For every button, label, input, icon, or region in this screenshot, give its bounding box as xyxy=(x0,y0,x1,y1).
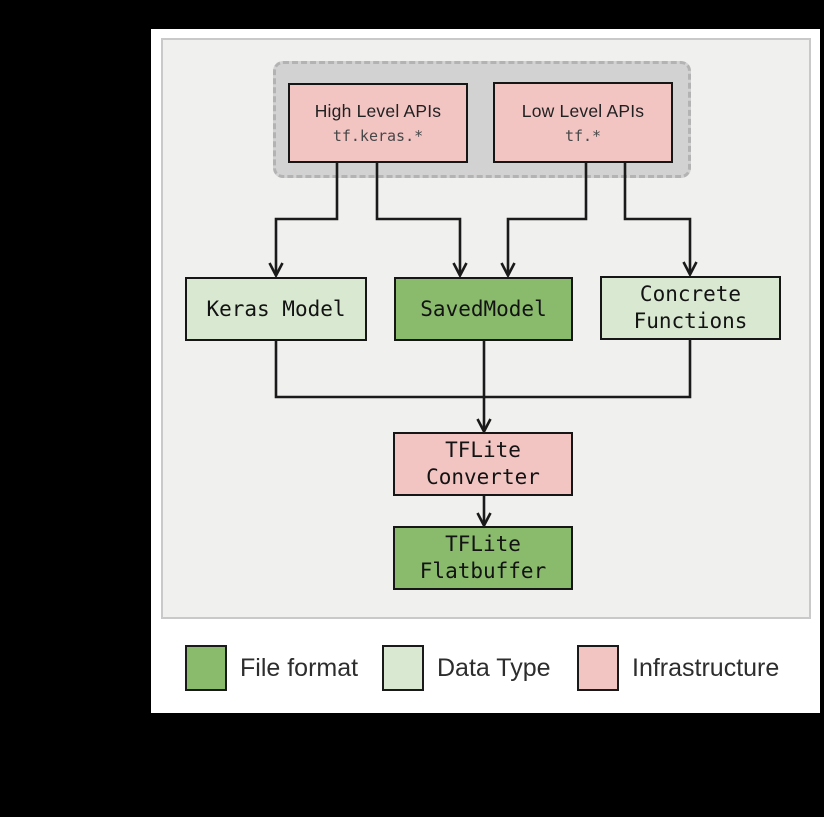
node-saved-model: SavedModel xyxy=(394,277,573,341)
legend-swatch-file-format xyxy=(185,645,227,691)
node-tflite-flatbuffer: TFLite Flatbuffer xyxy=(393,526,573,590)
node-keras-model: Keras Model xyxy=(185,277,367,341)
node-high-level-apis: High Level APIs tf.keras.* xyxy=(288,83,468,163)
legend-item-data-type: Data Type xyxy=(382,644,551,692)
legend-swatch-data-type xyxy=(382,645,424,691)
legend-swatch-infrastructure xyxy=(577,645,619,691)
legend-item-infrastructure: Infrastructure xyxy=(577,644,779,692)
legend-label-infrastructure: Infrastructure xyxy=(632,653,780,682)
node-concrete-functions: Concrete Functions xyxy=(600,276,781,340)
saved-model-label: SavedModel xyxy=(420,296,547,321)
low-level-apis-title: Low Level APIs xyxy=(521,100,645,121)
high-level-apis-code: tf.keras.* xyxy=(332,127,424,145)
high-level-apis-title: High Level APIs xyxy=(314,101,442,121)
low-level-apis-code: tf.* xyxy=(564,126,602,145)
concrete-functions-label: Concrete Functions xyxy=(633,282,748,333)
tflite-flatbuffer-label: TFLite Flatbuffer xyxy=(419,532,547,583)
legend-label-file-format: File format xyxy=(240,653,359,682)
keras-model-label: Keras Model xyxy=(206,296,346,321)
node-tflite-converter: TFLite Converter xyxy=(393,432,573,496)
tflite-converter-label: TFLite Converter xyxy=(426,438,540,489)
legend-item-file-format: File format xyxy=(185,644,358,692)
node-low-level-apis: Low Level APIs tf.* xyxy=(493,82,673,163)
legend-label-data-type: Data Type xyxy=(437,653,551,682)
